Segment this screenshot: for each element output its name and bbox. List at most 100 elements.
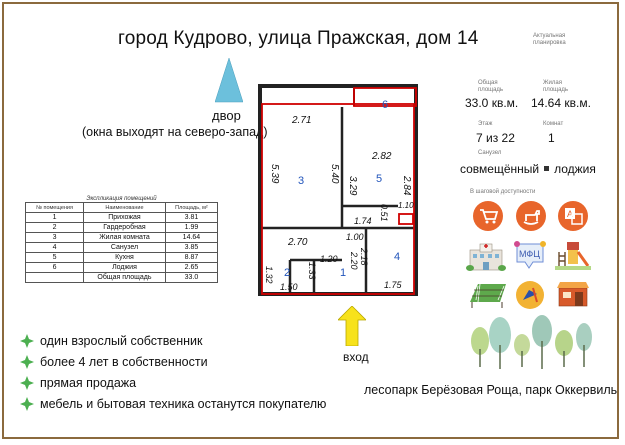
header-number: № помещения <box>24 202 85 213</box>
room-number: 1 <box>24 212 85 223</box>
dim-5-39: 5.39 <box>269 164 280 184</box>
page-title: город Кудрово, улица Пражская, дом 14 <box>118 28 479 49</box>
header-name: Наименование <box>83 202 166 213</box>
mfc-icon: МФЦ <box>514 241 546 269</box>
translate-icon: A <box>558 201 588 231</box>
shopping-cart-icon <box>473 201 503 231</box>
header-area: Площадь, м² <box>164 202 219 213</box>
school-icon <box>516 281 544 309</box>
green-star-icon <box>20 396 34 411</box>
dim-2-71: 2.71 <box>291 115 311 126</box>
loggia-label: лоджия <box>554 162 596 176</box>
room-number-1: 1 <box>340 267 346 279</box>
yard-label: двор <box>212 108 241 123</box>
dim-1-00: 1.00 <box>346 232 364 242</box>
green-star-icon <box>20 354 34 369</box>
floor-value: 7 из 22 <box>476 131 515 145</box>
total-label: Общая площадь <box>83 272 166 283</box>
list-item: прямая продажа <box>20 372 326 393</box>
mfc-text: МФЦ <box>519 249 540 259</box>
windows-orientation-note: (окна выходят на северо-запад) <box>82 125 268 139</box>
rooms-label: Комнат <box>543 121 564 127</box>
floor-label: Этаж <box>478 121 493 127</box>
bathroom-type: совмещённый <box>460 162 540 176</box>
list-item: один взрослый собственник <box>20 330 326 351</box>
dim-1-74: 1.74 <box>354 216 372 226</box>
room-number: 4 <box>24 242 85 253</box>
room-number-2: 2 <box>284 267 290 279</box>
room-area: 8.87 <box>164 252 219 263</box>
dim-2-20: 2.20 <box>349 251 359 270</box>
room-area: 1.99 <box>164 222 219 233</box>
total-area-label: Общая площадь <box>478 80 504 93</box>
room-name: Гардеробная <box>83 222 166 233</box>
total-area-value: 33.0 кв.м. <box>465 96 519 110</box>
room-area: 3.85 <box>164 242 219 253</box>
entrance-label: вход <box>343 350 369 364</box>
north-arrow-icon <box>215 58 243 103</box>
list-item: более 4 лет в собственности <box>20 351 326 372</box>
room-name: Жилая комната <box>83 232 166 243</box>
room-name: Лоджия <box>83 262 166 273</box>
page-frame <box>2 2 619 439</box>
total-value: 33.0 <box>164 272 219 283</box>
dim-1-75: 1.75 <box>384 280 403 290</box>
living-area-value: 14.64 кв.м. <box>531 96 591 110</box>
rooms-value: 1 <box>548 131 555 145</box>
room-name: Санузел <box>83 242 166 253</box>
floor-plan: 6 3 5 4 1 2 2.71 5.39 5.40 3.29 2.82 2.8… <box>258 84 418 296</box>
walking-distance-label: В шаговой доступности <box>470 189 536 195</box>
green-star-icon <box>20 375 34 390</box>
room-number-5: 5 <box>376 173 382 185</box>
feature-text: более 4 лет в собственности <box>40 354 208 369</box>
room-name: Кухня <box>83 252 166 263</box>
dim-3-29: 3.29 <box>347 176 358 196</box>
features-list: один взрослый собственник более 4 лет в … <box>20 330 326 414</box>
table-caption: Экспликация помещений <box>86 196 157 202</box>
room-number: 6 <box>24 262 85 273</box>
room-number-6: 6 <box>382 99 388 111</box>
dim-2-82: 2.82 <box>371 151 392 162</box>
hospital-icon <box>466 243 506 271</box>
dim-2-18: 2.18 <box>359 247 369 266</box>
dim-1-10: 1.10 <box>398 201 414 210</box>
dim-0-51: 0.51 <box>379 204 389 222</box>
rocking-horse-icon <box>516 201 546 231</box>
dim-1-20: 1.20 <box>320 254 338 264</box>
room-area: 2.65 <box>164 262 219 273</box>
feature-text: один взрослый собственник <box>40 333 203 348</box>
room-name: Прихожая <box>83 212 166 223</box>
green-star-icon <box>20 333 34 348</box>
features-legend: совмещённый лоджия <box>460 162 596 176</box>
room-number-4: 4 <box>394 251 400 263</box>
bathroom-label: Санузел <box>478 150 502 156</box>
room-area: 3.81 <box>164 212 219 223</box>
cafe-icon <box>557 282 589 307</box>
room-area: 14.64 <box>164 232 219 243</box>
room-number-3: 3 <box>298 175 304 187</box>
dim-2-84: 2.84 <box>401 175 412 196</box>
feature-text: мебель и бытовая техника останутся покуп… <box>40 396 327 411</box>
duct-outline <box>398 213 414 225</box>
dim-1-50: 1.50 <box>280 282 298 292</box>
playground-icon <box>555 242 591 270</box>
loggia-outline <box>353 87 417 107</box>
dim-2-70: 2.70 <box>287 237 308 248</box>
actual-layout-note: Актуальная планировка <box>533 33 566 46</box>
parks-nearby-text: лесопарк Берёзовая Роща, парк Оккервиль <box>364 383 618 397</box>
apartment-outline <box>261 103 415 295</box>
sports-field-icon <box>470 283 506 308</box>
living-area-label: Жилая площадь <box>543 80 569 93</box>
room-number: 2 <box>24 222 85 233</box>
room-number: 3 <box>24 232 85 243</box>
entrance-arrow-icon <box>338 306 366 346</box>
rooms-explication-table: Экспликация помещений № помещения Наимен… <box>24 196 219 283</box>
feature-text: прямая продажа <box>40 375 137 390</box>
